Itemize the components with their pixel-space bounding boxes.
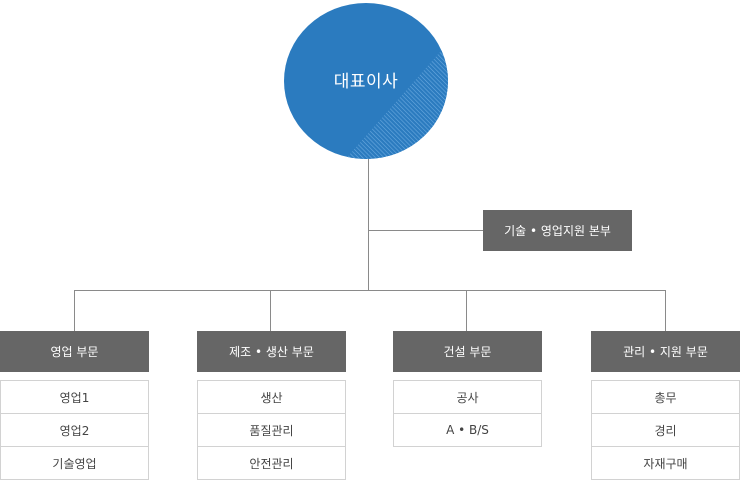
ceo-circle-stripe-area	[342, 43, 448, 159]
sub-item: 총무	[591, 380, 740, 414]
sub-item: 품질관리	[197, 413, 346, 447]
department-sales: 영업 부문	[0, 331, 149, 372]
sub-item: A • B/S	[393, 413, 542, 447]
department-sales-list: 영업1 영업2 기술영업	[0, 380, 149, 480]
sub-item: 경리	[591, 413, 740, 447]
department-construction: 건설 부문	[393, 331, 542, 372]
sub-item: 안전관리	[197, 446, 346, 480]
department-management-list: 총무 경리 자재구매	[591, 380, 740, 480]
hq-box: 기술 • 영업지원 본부	[483, 210, 632, 251]
sub-item: 자재구매	[591, 446, 740, 480]
ceo-circle	[284, 3, 448, 159]
sub-item: 영업1	[0, 380, 149, 414]
sub-item: 기술영업	[0, 446, 149, 480]
department-construction-list: 공사 A • B/S	[393, 380, 542, 447]
ceo-label: 대표이사	[333, 72, 399, 92]
sub-item: 영업2	[0, 413, 149, 447]
sub-item: 생산	[197, 380, 346, 414]
sub-item: 공사	[393, 380, 542, 414]
department-management: 관리 • 지원 부문	[591, 331, 740, 372]
ceo-node: 대표이사	[284, 3, 448, 159]
department-manufacturing: 제조 • 생산 부문	[197, 331, 346, 372]
department-manufacturing-list: 생산 품질관리 안전관리	[197, 380, 346, 480]
